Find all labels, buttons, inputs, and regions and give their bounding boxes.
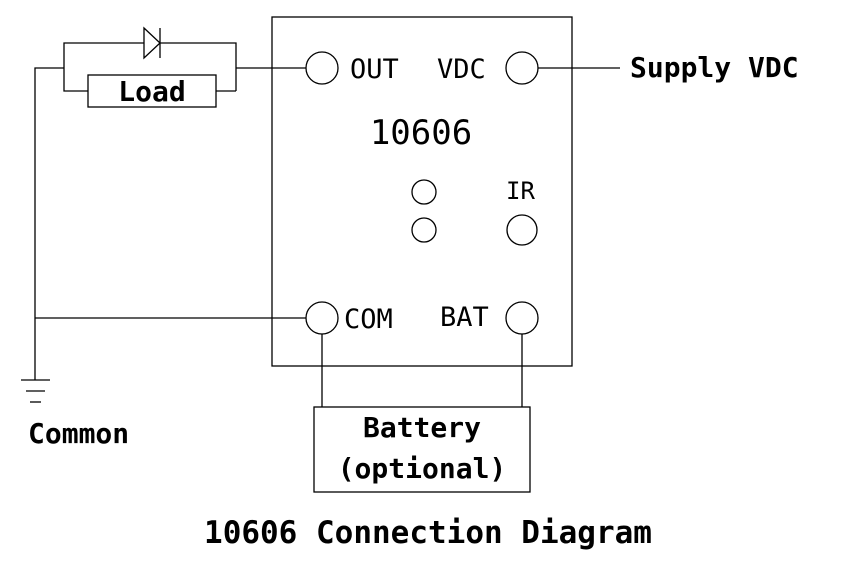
terminal-unlabeled-2[interactable] <box>411 217 437 243</box>
model-number: 10606 <box>370 113 472 153</box>
label-ir: IR <box>506 177 535 205</box>
load-label: Load <box>118 75 185 108</box>
terminal-bat[interactable] <box>505 301 539 335</box>
terminal-com[interactable] <box>305 301 339 335</box>
terminal-unlabeled-1[interactable] <box>411 179 437 205</box>
battery-optional-label: (optional) <box>338 452 507 485</box>
supply-label: Supply VDC <box>630 51 799 84</box>
ground-icon <box>21 379 50 403</box>
common-label: Common <box>28 417 129 450</box>
module-body <box>271 16 573 367</box>
label-vdc: VDC <box>437 54 486 85</box>
battery-label: Battery <box>363 411 481 444</box>
load-box <box>87 74 217 108</box>
common-return-wire <box>34 67 64 380</box>
diode-branch-wire <box>63 42 237 92</box>
diagram-title: 10606 Connection Diagram <box>204 515 652 551</box>
label-com: COM <box>344 304 393 335</box>
battery-box <box>313 406 531 493</box>
label-bat: BAT <box>440 302 489 333</box>
label-out: OUT <box>350 54 399 85</box>
terminal-ir[interactable] <box>506 214 538 246</box>
terminal-vdc[interactable] <box>505 51 539 85</box>
diode-icon <box>143 26 161 60</box>
terminal-out[interactable] <box>305 51 339 85</box>
